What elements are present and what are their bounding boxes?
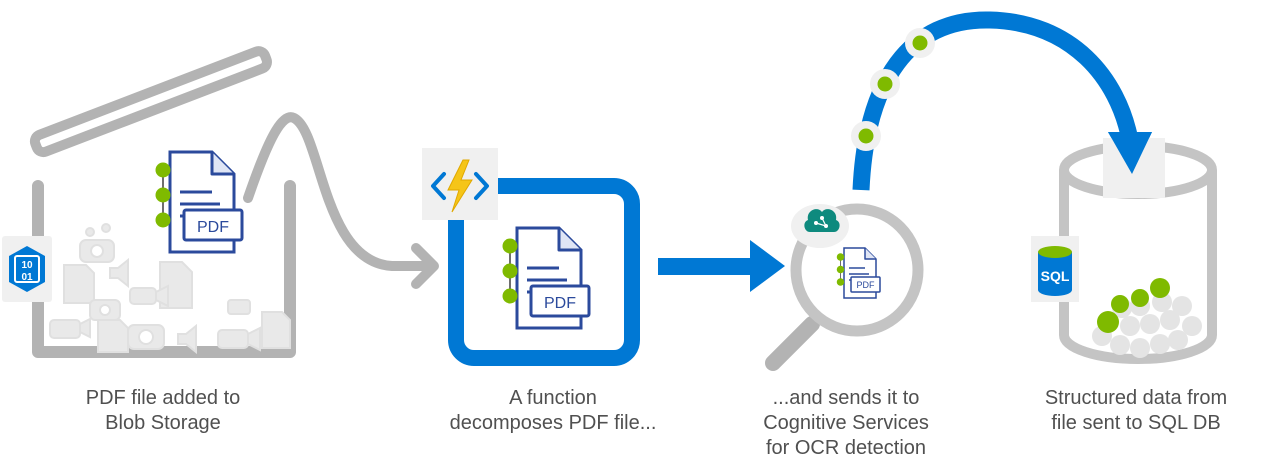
- caption-cognitive-services: ...and sends it to Cognitive Services fo…: [726, 386, 966, 461]
- caption-line: A function: [509, 387, 597, 409]
- bin-contents: [49, 223, 291, 355]
- azure-function-box: PDF: [422, 148, 640, 366]
- caption-line: PDF file added to: [85, 387, 241, 409]
- bin-lid: [29, 46, 272, 158]
- caption-line: decomposes PDF file...: [449, 412, 657, 434]
- azure-function-icon: [422, 148, 498, 220]
- blob-pdf-document-icon: PDF: [154, 150, 244, 254]
- data-packet-dots: [851, 28, 935, 151]
- svg-text:01: 01: [21, 272, 33, 283]
- caption-sql-db: Structured data from file sent to SQL DB: [1016, 386, 1256, 436]
- upload-flow-arrow: [243, 112, 439, 289]
- caption-line: Blob Storage: [105, 412, 221, 434]
- send-to-cognitive-arrow: [658, 240, 785, 292]
- caption-line: file sent to SQL DB: [1051, 412, 1221, 434]
- sql-database-icon: SQL: [1031, 236, 1079, 302]
- caption-line: Cognitive Services: [763, 412, 929, 434]
- function-pdf-document-icon: PDF: [501, 226, 591, 330]
- sql-database-cylinder: SQL: [1031, 132, 1217, 364]
- caption-line: ...and sends it to: [772, 387, 920, 409]
- svg-text:PDF: PDF: [544, 295, 576, 312]
- caption-function: A function decomposes PDF file...: [437, 386, 669, 436]
- svg-text:10: 10: [21, 260, 33, 271]
- svg-text:PDF: PDF: [197, 219, 229, 236]
- stored-records: [1092, 278, 1202, 358]
- caption-line: Structured data from: [1044, 387, 1228, 409]
- blob-storage-bin: PDF 10 01: [2, 46, 296, 358]
- cognitive-pdf-document-icon: PDF: [836, 247, 881, 299]
- caption-blob-storage: PDF file added to Blob Storage: [36, 386, 290, 436]
- caption-line: for OCR detection: [765, 437, 927, 459]
- blob-storage-icon: 10 01: [2, 236, 52, 302]
- cognitive-services-brain-icon: [791, 204, 849, 248]
- cognitive-services-magnifier: PDF: [765, 203, 924, 371]
- svg-text:SQL: SQL: [1041, 268, 1070, 284]
- svg-text:PDF: PDF: [857, 280, 876, 290]
